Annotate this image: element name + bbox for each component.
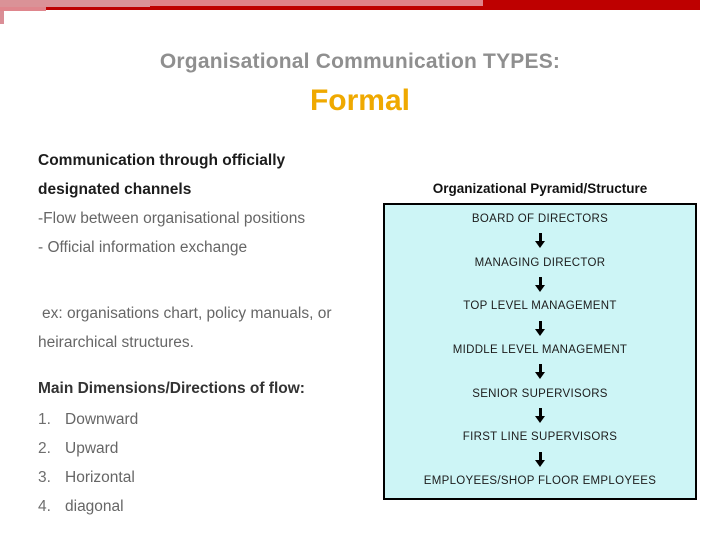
list-item-label: Upward	[65, 439, 119, 457]
slide-title: Organisational Communication TYPES:	[159, 50, 561, 73]
header-bar-pink-lower	[0, 0, 150, 7]
body-text-line: -Flow between organisational positions	[38, 209, 306, 227]
pyramid-box: BOARD OF DIRECTORS MANAGING DIRECTOR TOP…	[383, 203, 697, 500]
down-arrow-icon	[535, 451, 545, 467]
header-bar-pink-strip	[0, 0, 4, 24]
list-item-label: diagonal	[65, 497, 124, 515]
body-text-line: ex: organisations chart, policy manuals,…	[42, 304, 332, 322]
down-arrow-icon	[535, 407, 545, 423]
list-item: 2. Upward	[38, 434, 390, 463]
list-item: 4. diagonal	[38, 492, 390, 521]
header-bar-pink-left	[0, 0, 483, 6]
list-item-label: Downward	[65, 410, 139, 428]
down-arrow-icon	[535, 233, 545, 249]
pyramid-level: FIRST LINE SUPERVISORS	[462, 431, 618, 444]
list-item-number: 1.	[38, 410, 51, 428]
body-text-column: Communication through officially designa…	[38, 146, 390, 521]
pyramid-level: TOP LEVEL MANAGEMENT	[463, 300, 617, 313]
pyramid-level: EMPLOYEES/SHOP FLOOR EMPLOYEES	[423, 474, 657, 487]
list-item-number: 3.	[38, 468, 51, 486]
pyramid-heading: Organizational Pyramid/Structure	[432, 181, 648, 196]
list-item: 1. Downward	[38, 405, 390, 434]
body-text-line: heirarchical structures.	[38, 333, 194, 351]
list-item: 3. Horizontal	[38, 463, 390, 492]
list-item-label: Horizontal	[65, 468, 135, 486]
list-item-number: 2.	[38, 439, 51, 457]
flow-heading: Main Dimensions/Directions of flow:	[38, 379, 305, 397]
body-text-line: designated channels	[38, 180, 192, 198]
pyramid-level: MIDDLE LEVEL MANAGEMENT	[452, 343, 628, 356]
down-arrow-icon	[535, 320, 545, 336]
pyramid-level: BOARD OF DIRECTORS	[471, 213, 609, 225]
slide-subtitle: Formal	[309, 84, 411, 117]
pyramid-level: SENIOR SUPERVISORS	[472, 387, 608, 400]
body-text-line: Communication through officially	[38, 151, 286, 169]
body-text-line: - Official information exchange	[38, 238, 248, 256]
down-arrow-icon	[535, 276, 545, 292]
list-item-number: 4.	[38, 497, 51, 515]
down-arrow-icon	[535, 364, 545, 380]
pyramid-level: MANAGING DIRECTOR	[474, 256, 606, 269]
